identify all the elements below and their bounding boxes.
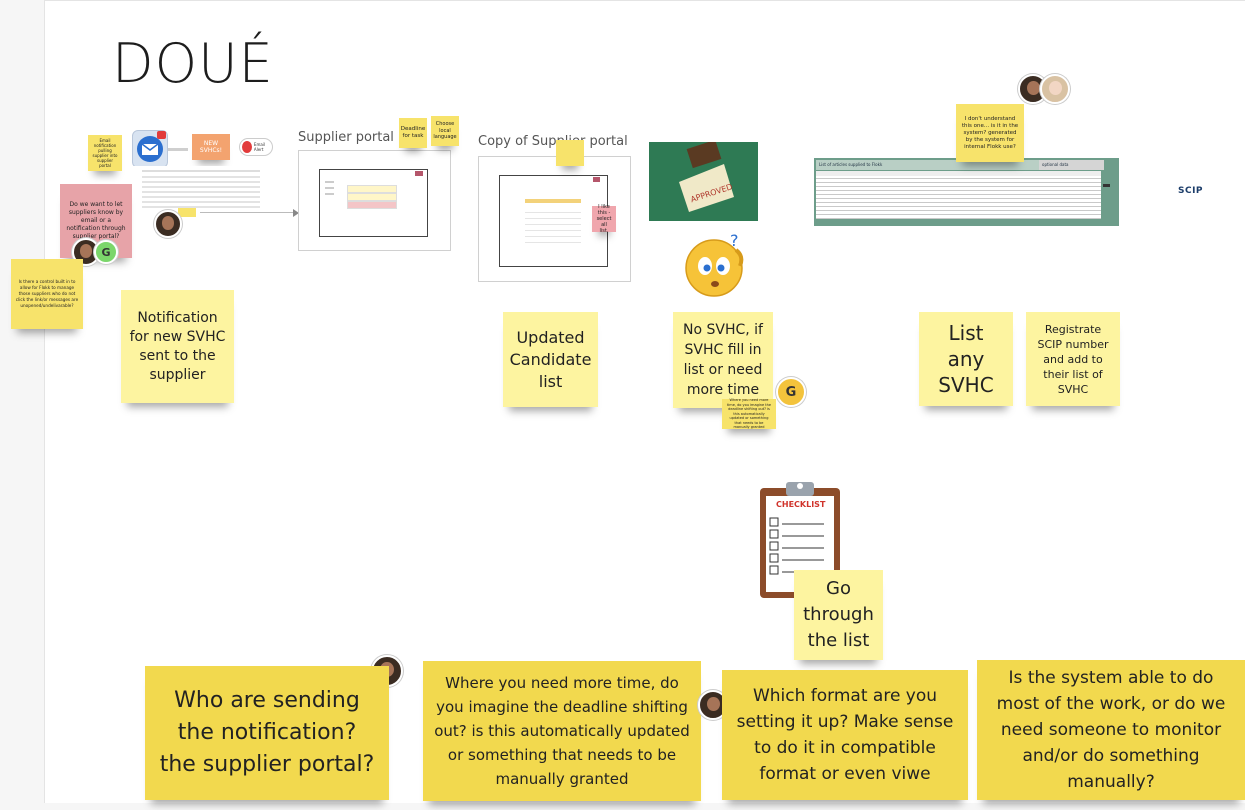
question-control-sticky[interactable]: Is there a control built in to allow for… [11,259,83,329]
new-svhcs-sticky[interactable]: NEW SVHCs! [192,134,230,160]
user-avatar [154,210,182,238]
choose-language-sticky[interactable]: Choose local language [431,116,459,146]
question-let-suppliers-know[interactable]: Do we want to let suppliers know by emai… [60,184,132,258]
supplier-portal-frame[interactable] [298,150,451,251]
scip-logo: SCIP [1178,186,1204,196]
user-avatar [1040,74,1070,104]
list-any-svhc-sticky[interactable]: List any SVHC [919,312,1013,406]
frame-label-supplier-portal: Supplier portal [298,130,394,145]
email-alert-badge: Email Alert [239,138,273,156]
small-comment-sticky[interactable] [178,208,196,217]
connector-line [200,212,296,213]
question-which-format[interactable]: Which format are you setting it up? Make… [722,670,968,800]
checklist-title: CHECKLIST [776,500,826,509]
notification-sticky[interactable]: Notification for new SVHC sent to the su… [121,290,234,403]
copy-portal-frame[interactable] [478,156,631,282]
board-title: DOUÉ [112,32,274,95]
deadline-sticky[interactable]: Deadline for task [399,118,427,148]
updated-candidate-sticky[interactable]: Updated Candidate list [503,312,598,407]
more-time-mini-sticky[interactable]: Where you need more time, do you imagine… [722,398,776,429]
spreadsheet-header: List of articles supplied to Flokk [816,160,1041,170]
question-system-able[interactable]: Is the system able to do most of the wor… [977,660,1245,800]
go-through-list-sticky[interactable]: Go through the list [794,570,883,660]
user-initial-badge: G [776,377,806,407]
email-document-preview[interactable] [126,166,276,236]
no-svhc-sticky[interactable]: No SVHC, if SVHC fill in list or need mo… [673,312,773,408]
approved-stamp-image: APPROVED [649,142,758,221]
arrow-head-icon [293,209,299,217]
spreadsheet-optional: optional data [1039,160,1104,170]
confused-emoji-image: ? [680,228,756,300]
user-initial-badge: G [94,240,118,264]
copy-portal-note-sticky[interactable] [556,140,584,166]
question-more-time[interactable]: Where you need more time, do you imagine… [423,661,701,801]
svg-text:?: ? [730,231,739,250]
email-alert-label: Email Alert [253,142,266,152]
dont-understand-sticky[interactable]: I don't understand this one... is it in … [956,104,1024,162]
like-this-sticky[interactable]: I like this - select all list. [592,204,616,234]
frame-label-copy-portal: Copy of Supplier portal [478,134,628,149]
alert-icon [242,141,252,153]
question-who-sending[interactable]: Who are sending the notification? the su… [145,666,389,800]
email-notification-sticky[interactable]: Email notification pulling supplier into… [88,135,122,171]
registrate-scip-sticky[interactable]: Registrate SCIP number and add to their … [1026,312,1120,406]
email-app-icon [132,130,168,168]
email-caption-text [168,148,188,151]
svhc-spreadsheet-preview[interactable]: List of articles supplied to Flokk optio… [814,158,1119,226]
